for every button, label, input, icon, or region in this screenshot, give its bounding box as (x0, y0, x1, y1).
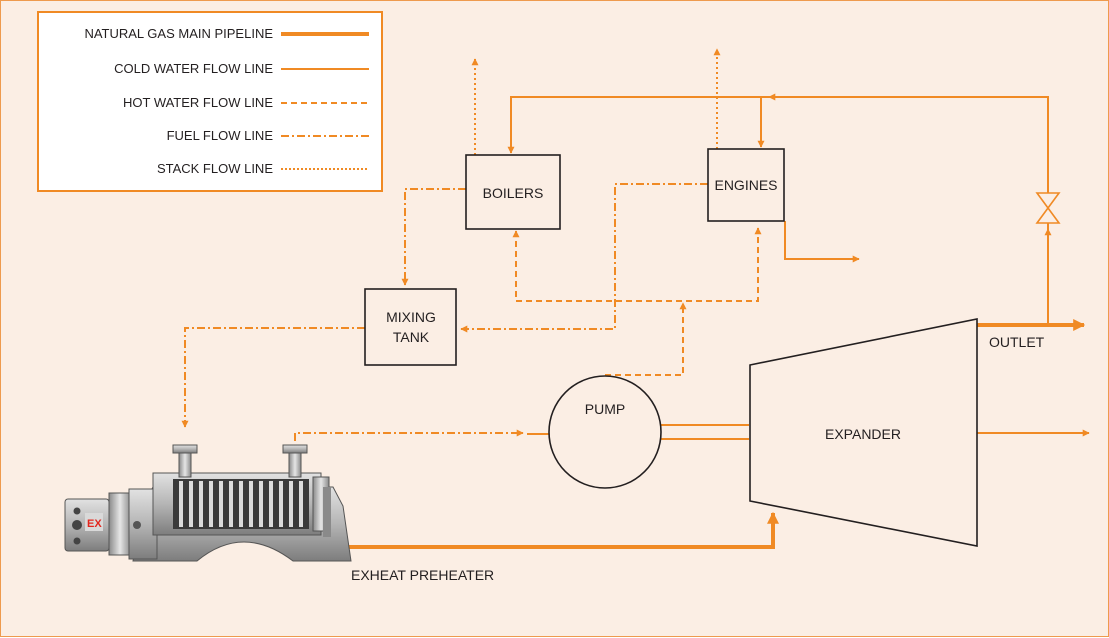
legend-label-stack: STACK FLOW LINE (157, 161, 273, 176)
fuel-line-tank-to-preheater (181, 327, 365, 428)
valve-icon (1035, 192, 1061, 224)
legend: NATURAL GAS MAIN PIPELINE COLD WATER FLO… (37, 11, 383, 192)
pump-label: PUMP (585, 401, 625, 417)
legend-label-hot-water: HOT WATER FLOW LINE (123, 95, 273, 110)
engines-label: ENGINES (714, 177, 777, 193)
expander-shape (749, 318, 978, 547)
pump-circle (548, 375, 662, 489)
outlet-label: OUTLET (989, 334, 1045, 350)
legend-label-fuel: FUEL FLOW LINE (167, 128, 274, 143)
logo-text: EX (87, 518, 102, 530)
mixing-tank-label-line2: TANK (393, 329, 430, 345)
fuel-line-preheater-to-pump (294, 429, 524, 441)
natural-gas-main-pipeline (323, 511, 779, 549)
boilers-label: BOILERS (483, 185, 544, 201)
preheater-label: EXHEAT PREHEATER (351, 567, 494, 583)
exheat-logo: EX (85, 513, 103, 531)
heat-exchanger-icon (64, 444, 352, 562)
legend-box (37, 11, 383, 192)
mixing-tank-label-line1: MIXING (386, 309, 436, 325)
engines-exhaust-line (784, 221, 860, 263)
mixing-tank-box (364, 288, 457, 366)
boilers-box (465, 154, 561, 230)
legend-label-natural-gas: NATURAL GAS MAIN PIPELINE (84, 26, 273, 41)
legend-label-cold-water: COLD WATER FLOW LINE (114, 61, 273, 76)
fuel-line-boilers-to-tank (401, 188, 466, 286)
hot-water-from-pump (605, 302, 687, 376)
hot-water-loop (512, 227, 762, 302)
engines-box (707, 148, 785, 222)
fuel-line-engines-to-tank (460, 183, 708, 333)
expander-label: EXPANDER (825, 426, 901, 442)
